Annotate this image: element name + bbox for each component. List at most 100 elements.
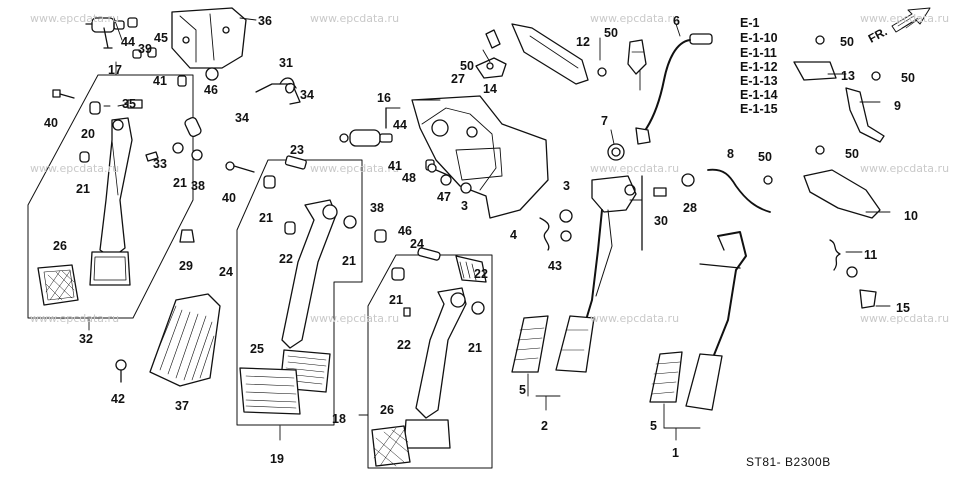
callout-number[interactable]: 40 bbox=[222, 191, 236, 205]
callout-number[interactable]: 21 bbox=[259, 211, 273, 225]
clip-bracket-13 bbox=[485, 23, 607, 85]
callout-number[interactable]: 3 bbox=[461, 199, 468, 213]
callout-number[interactable]: 24 bbox=[410, 237, 424, 251]
callout-number[interactable]: 37 bbox=[175, 399, 189, 413]
throttle-cable-6 bbox=[607, 33, 713, 161]
clutch-pedal-group-18 bbox=[27, 17, 203, 383]
callout-number[interactable]: 39 bbox=[138, 42, 152, 56]
watermark: www.epcdata.ru bbox=[30, 312, 120, 325]
watermark: www.epcdata.ru bbox=[590, 162, 680, 175]
callout-number[interactable]: 36 bbox=[258, 14, 272, 28]
watermark: www.epcdata.ru bbox=[860, 312, 950, 325]
callout-number[interactable]: 1 bbox=[672, 446, 679, 460]
callout-number[interactable]: 48 bbox=[402, 171, 416, 185]
callout-number[interactable]: 21 bbox=[76, 182, 90, 196]
callout-number[interactable]: 22 bbox=[279, 252, 293, 266]
callout-number[interactable]: 16 bbox=[377, 91, 391, 105]
watermark: www.epcdata.ru bbox=[310, 162, 400, 175]
stop-switch-bracket-27 bbox=[411, 95, 549, 219]
accelerator-pedal-2 bbox=[511, 175, 643, 373]
clip-15 bbox=[475, 57, 507, 79]
reference-code[interactable]: E-1-10 bbox=[740, 31, 778, 45]
callout-number[interactable]: 10 bbox=[904, 209, 918, 223]
callout-number[interactable]: 33 bbox=[153, 157, 167, 171]
callout-number[interactable]: 11 bbox=[864, 248, 878, 262]
callout-number[interactable]: 21 bbox=[389, 293, 403, 307]
clip-11 bbox=[627, 39, 647, 75]
reference-code[interactable]: E-1-11 bbox=[740, 46, 777, 60]
callout-number[interactable]: 50 bbox=[758, 150, 772, 164]
callout-number[interactable]: 29 bbox=[179, 259, 193, 273]
reference-code[interactable]: E-1-15 bbox=[740, 102, 778, 116]
callout-number[interactable]: 46 bbox=[204, 83, 218, 97]
callout-number[interactable]: 27 bbox=[451, 72, 465, 86]
clutch-pedal-group-19 bbox=[367, 247, 493, 469]
callout-number[interactable]: 3 bbox=[563, 179, 570, 193]
callout-number[interactable]: 4 bbox=[510, 228, 517, 242]
watermark: www.epcdata.ru bbox=[30, 162, 120, 175]
callout-number[interactable]: 26 bbox=[53, 239, 67, 253]
reference-code[interactable]: E-1-14 bbox=[740, 88, 778, 102]
callout-number[interactable]: 21 bbox=[173, 176, 187, 190]
callout-number[interactable]: 14 bbox=[483, 82, 497, 96]
callout-number[interactable]: 46 bbox=[398, 224, 412, 238]
brake-pedal-group-20 bbox=[225, 155, 387, 426]
reference-code[interactable]: E-1-12 bbox=[740, 60, 778, 74]
callout-number[interactable]: 41 bbox=[153, 74, 167, 88]
pedal-boot-37 bbox=[149, 293, 221, 387]
callout-number[interactable]: 25 bbox=[250, 342, 264, 356]
callout-number[interactable]: 50 bbox=[604, 26, 618, 40]
reference-code[interactable]: E-1-13 bbox=[740, 74, 778, 88]
callout-number[interactable]: 13 bbox=[841, 69, 855, 83]
callout-number[interactable]: 50 bbox=[460, 59, 474, 73]
callout-number[interactable]: 31 bbox=[279, 56, 293, 70]
callout-number[interactable]: 42 bbox=[111, 392, 125, 406]
callout-number[interactable]: 47 bbox=[437, 190, 451, 204]
callout-number[interactable]: 2 bbox=[541, 419, 548, 433]
callout-number[interactable]: 44 bbox=[393, 118, 407, 132]
front-arrow bbox=[891, 7, 931, 33]
callout-number[interactable]: 32 bbox=[79, 332, 93, 346]
callout-number[interactable]: 7 bbox=[601, 114, 608, 128]
pedal-bracket-36 bbox=[171, 7, 247, 81]
callout-number[interactable]: 22 bbox=[474, 267, 488, 281]
callout-number[interactable]: 34 bbox=[235, 111, 249, 125]
callout-number[interactable]: 50 bbox=[840, 35, 854, 49]
callout-number[interactable]: 17 bbox=[108, 63, 122, 77]
callout-number[interactable]: 21 bbox=[468, 341, 482, 355]
callout-number[interactable]: 40 bbox=[44, 116, 58, 130]
callout-number[interactable]: 38 bbox=[191, 179, 205, 193]
callout-number[interactable]: 44 bbox=[121, 35, 135, 49]
callout-number[interactable]: 20 bbox=[81, 127, 95, 141]
callout-number[interactable]: 45 bbox=[154, 31, 168, 45]
reference-code[interactable]: E-1 bbox=[740, 16, 760, 30]
callout-number[interactable]: 30 bbox=[654, 214, 668, 228]
callout-number[interactable]: 12 bbox=[576, 35, 590, 49]
callout-number[interactable]: 5 bbox=[519, 383, 526, 397]
callout-number[interactable]: 18 bbox=[332, 412, 346, 426]
callout-number[interactable]: 22 bbox=[397, 338, 411, 352]
callout-number[interactable]: 5 bbox=[650, 419, 657, 433]
callout-number[interactable]: 38 bbox=[370, 201, 384, 215]
callout-number[interactable]: 26 bbox=[380, 403, 394, 417]
callout-number[interactable]: 35 bbox=[122, 97, 136, 111]
callout-number[interactable]: 19 bbox=[270, 452, 284, 466]
callout-number[interactable]: 21 bbox=[342, 254, 356, 268]
callout-number[interactable]: 50 bbox=[901, 71, 915, 85]
callout-number[interactable]: 28 bbox=[683, 201, 697, 215]
callout-number[interactable]: 15 bbox=[896, 301, 910, 315]
callout-number[interactable]: 9 bbox=[894, 99, 901, 113]
callout-number[interactable]: 41 bbox=[388, 159, 402, 173]
callout-number[interactable]: 23 bbox=[290, 143, 304, 157]
callout-number[interactable]: 6 bbox=[673, 14, 680, 28]
callout-number[interactable]: 43 bbox=[548, 259, 562, 273]
callout-number[interactable]: 8 bbox=[727, 147, 734, 161]
leader-lines bbox=[88, 17, 891, 441]
callout-number[interactable]: 34 bbox=[300, 88, 314, 102]
right-side-parts bbox=[653, 35, 885, 309]
accelerator-pedal-1 bbox=[649, 231, 747, 411]
callout-number[interactable]: 24 bbox=[219, 265, 233, 279]
callout-number[interactable]: 50 bbox=[845, 147, 859, 161]
